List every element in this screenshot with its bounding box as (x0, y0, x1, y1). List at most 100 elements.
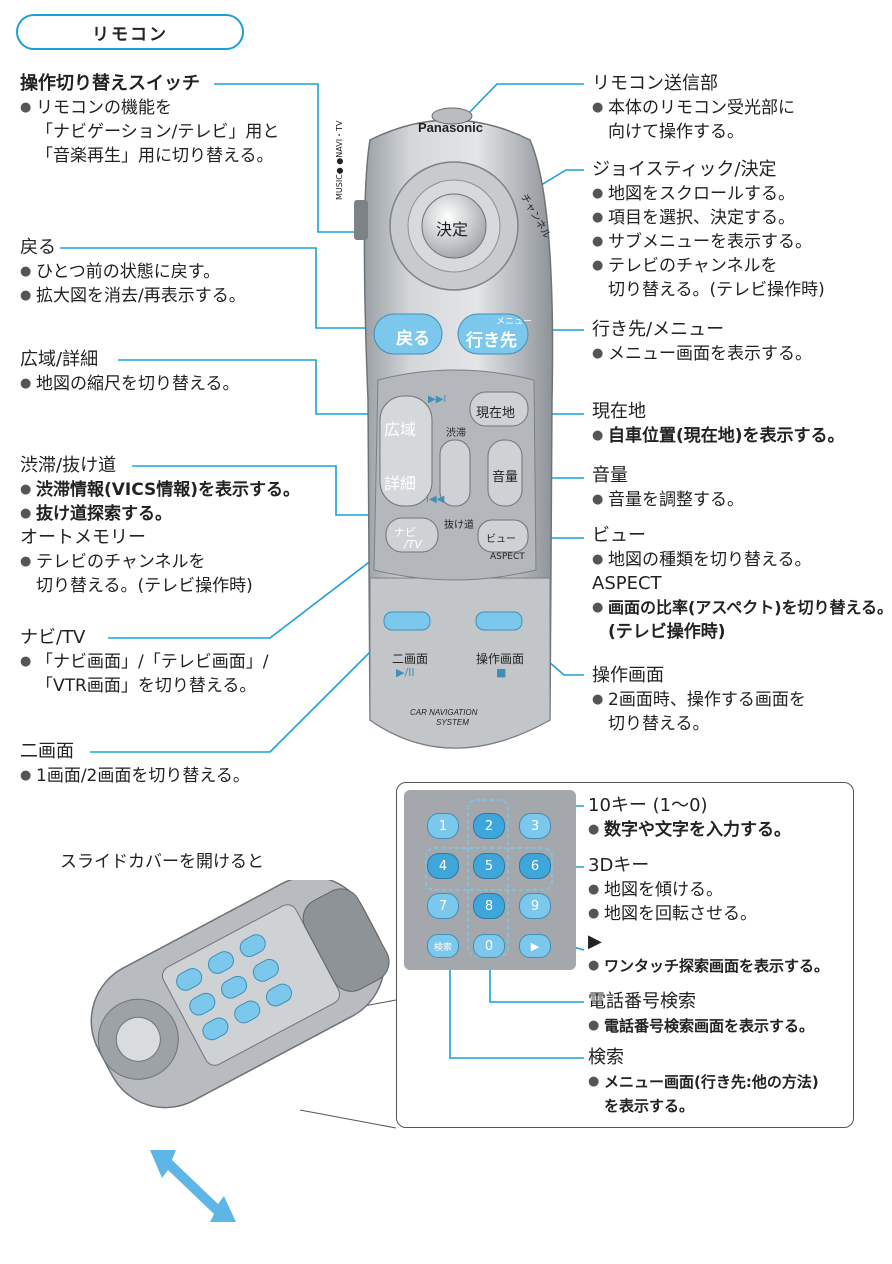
back-button[interactable]: 戻る (396, 329, 430, 349)
enter-button[interactable]: 決定 (436, 220, 469, 239)
note-heading: 現在地 (592, 401, 646, 422)
key-1[interactable]: 1 (427, 813, 459, 839)
note-bullet: 2画面時、操作する画面を (592, 688, 806, 712)
note-heading: 検索 (588, 1047, 624, 1068)
note-bullet: 本体のリモコン受光部に (592, 96, 795, 120)
note-heading: リモコン送信部 (592, 73, 718, 94)
note-heading: 操作切り替えスイッチ (20, 73, 200, 94)
detail-button[interactable]: 詳細 (384, 474, 417, 493)
key-7[interactable]: 7 (427, 893, 459, 919)
note-bullet: 1画面/2画面を切り替える。 (20, 764, 250, 788)
note-phone-search: 電話番号検索 電話番号検索画面を表示する。 (588, 990, 814, 1038)
dual-screen-label: 二画面 (392, 652, 429, 666)
note-dual-screen: 二画面 1画面/2画面を切り替える。 (20, 740, 250, 788)
note-heading: 戻る (20, 237, 56, 258)
note-navi-tv: ナビ/TV 「ナビ画面」/「テレビ画面」/ 「VTR画面」を切り替える。 (20, 626, 268, 698)
note-heading: ビュー (592, 525, 646, 546)
view-button[interactable]: ビュー (486, 534, 516, 545)
skip-forward-label: ▶▶I (428, 394, 447, 405)
note-bullet: メニュー画面(行き先:他の方法) (588, 1070, 819, 1094)
note-destination: 行き先/メニュー メニュー画面を表示する。 (592, 318, 812, 366)
note-bullet: 数字や文字を入力する。 (588, 818, 791, 842)
note-continuation: 切り替える。(テレビ操作時) (608, 280, 825, 300)
note-joystick: ジョイスティック/決定 地図をスクロールする。 項目を選択、決定する。 サブメニ… (592, 158, 825, 302)
operation-screen-label: 操作画面 (476, 652, 525, 666)
note-aspect: ASPECT 画面の比率(アスペクト)を切り替える。 (テレビ操作時) (592, 572, 892, 644)
note-heading: ▶ (588, 931, 602, 952)
keypad-grid: 1 2 3 4 5 6 7 8 9 検索 0 ▶ (420, 806, 560, 966)
note-bullet: 渋滞情報(VICS情報)を表示する。 (20, 478, 300, 502)
key-search[interactable]: 検索 (427, 934, 459, 958)
slide-cover-caption: スライドカバーを開けると (60, 852, 264, 872)
key-4[interactable]: 4 (427, 853, 459, 879)
note-continuation: 向けて操作する。 (608, 122, 744, 142)
note-continuation: 「VTR画面」を切り替える。 (36, 676, 257, 696)
note-heading: ASPECT (592, 573, 662, 594)
key-6[interactable]: 6 (519, 853, 551, 879)
key-3[interactable]: 3 (519, 813, 551, 839)
note-continuation: を表示する。 (604, 1097, 695, 1115)
note-heading: 行き先/メニュー (592, 319, 725, 340)
operation-screen-sub: ■ (496, 666, 507, 679)
note-heading: 10キー (1〜0) (588, 795, 708, 816)
note-view: ビュー 地図の種類を切り替える。 (592, 524, 812, 572)
note-continuation: 切り替える。(テレビ操作時) (36, 576, 253, 596)
note-heading: 3Dキー (588, 855, 650, 876)
navi-tv-button-tv: /TV (404, 538, 422, 551)
note-bullet: 地図の種類を切り替える。 (592, 548, 812, 572)
brand-logo: Panasonic (418, 120, 484, 135)
note-bullet: ひとつ前の状態に戻す。 (20, 260, 246, 284)
note-bullet: テレビのチャンネルを (592, 254, 825, 278)
note-bullet: 自車位置(現在地)を表示する。 (592, 424, 845, 448)
note-heading: 操作画面 (592, 665, 664, 686)
system-label-1: CAR NAVIGATION (410, 708, 478, 717)
remote-illustration (354, 107, 554, 749)
note-heading: 広域/詳細 (20, 349, 99, 370)
note-bullet: サブメニューを表示する。 (592, 230, 825, 254)
note-volume: 音量 音量を調整する。 (592, 464, 744, 512)
note-bullet: 抜け道探索する。 (20, 502, 300, 526)
key-5[interactable]: 5 (473, 853, 505, 879)
note-bullet: 地図の縮尺を切り替える。 (20, 372, 240, 396)
system-label-2: SYSTEM (436, 718, 469, 727)
note-mode-switch: 操作切り替えスイッチ リモコンの機能を 「ナビゲーション/テレビ」用と 「音楽再… (20, 72, 279, 168)
note-heading: ジョイスティック/決定 (592, 159, 777, 180)
note-transmitter: リモコン送信部 本体のリモコン受光部に 向けて操作する。 (592, 72, 795, 144)
navi-tv-button[interactable]: ナビ (394, 526, 416, 539)
destination-button[interactable]: 行き先 (466, 331, 517, 351)
bypass-label: 抜け道 (444, 520, 474, 531)
slide-remote-illustration (90, 880, 390, 1109)
key-play[interactable]: ▶ (519, 934, 551, 958)
note-current: 現在地 自車位置(現在地)を表示する。 (592, 400, 845, 448)
note-operation-screen: 操作画面 2画面時、操作する画面を 切り替える。 (592, 664, 806, 736)
note-bullet: 地図を回転させる。 (588, 902, 757, 926)
note-back: 戻る ひとつ前の状態に戻す。 拡大図を消去/再表示する。 (20, 236, 246, 308)
note-bullet: 地図をスクロールする。 (592, 182, 825, 206)
note-continuation: 切り替える。 (608, 714, 710, 734)
key-9[interactable]: 9 (519, 893, 551, 919)
note-bullet: 項目を選択、決定する。 (592, 206, 825, 230)
keypad-detail-box (396, 782, 854, 1128)
note-heading: ナビ/TV (20, 627, 86, 648)
current-location-button[interactable]: 現在地 (476, 406, 516, 421)
traffic-label: 渋滞 (446, 428, 466, 439)
note-bullet: 「ナビ画面」/「テレビ画面」/ (20, 650, 268, 674)
aspect-label: ASPECT (490, 552, 525, 562)
note-heading: 電話番号検索 (588, 991, 696, 1012)
wide-button[interactable]: 広域 (384, 420, 417, 439)
note-auto-memory: オートメモリー テレビのチャンネルを 切り替える。(テレビ操作時) (20, 526, 253, 598)
note-heading: オートメモリー (20, 527, 146, 548)
note-bullet: ワンタッチ探索画面を表示する。 (588, 954, 829, 978)
key-8[interactable]: 8 (473, 893, 505, 919)
note-continuation: 「ナビゲーション/テレビ」用と (36, 122, 280, 142)
note-continuation: (テレビ操作時) (608, 622, 726, 642)
dual-screen-sub: ▶/II (396, 666, 415, 679)
volume-button[interactable]: 音量 (492, 470, 519, 485)
note-ten-key: 10キー (1〜0) 数字や文字を入力する。 (588, 794, 791, 842)
note-heading: 渋滞/抜け道 (20, 455, 117, 476)
key-2[interactable]: 2 (473, 813, 505, 839)
note-traffic: 渋滞/抜け道 渋滞情報(VICS情報)を表示する。 抜け道探索する。 (20, 454, 300, 526)
note-continuation: 「音楽再生」用に切り替える。 (36, 146, 274, 166)
menu-small-label: メニュー (496, 317, 533, 327)
key-0[interactable]: 0 (473, 934, 505, 958)
